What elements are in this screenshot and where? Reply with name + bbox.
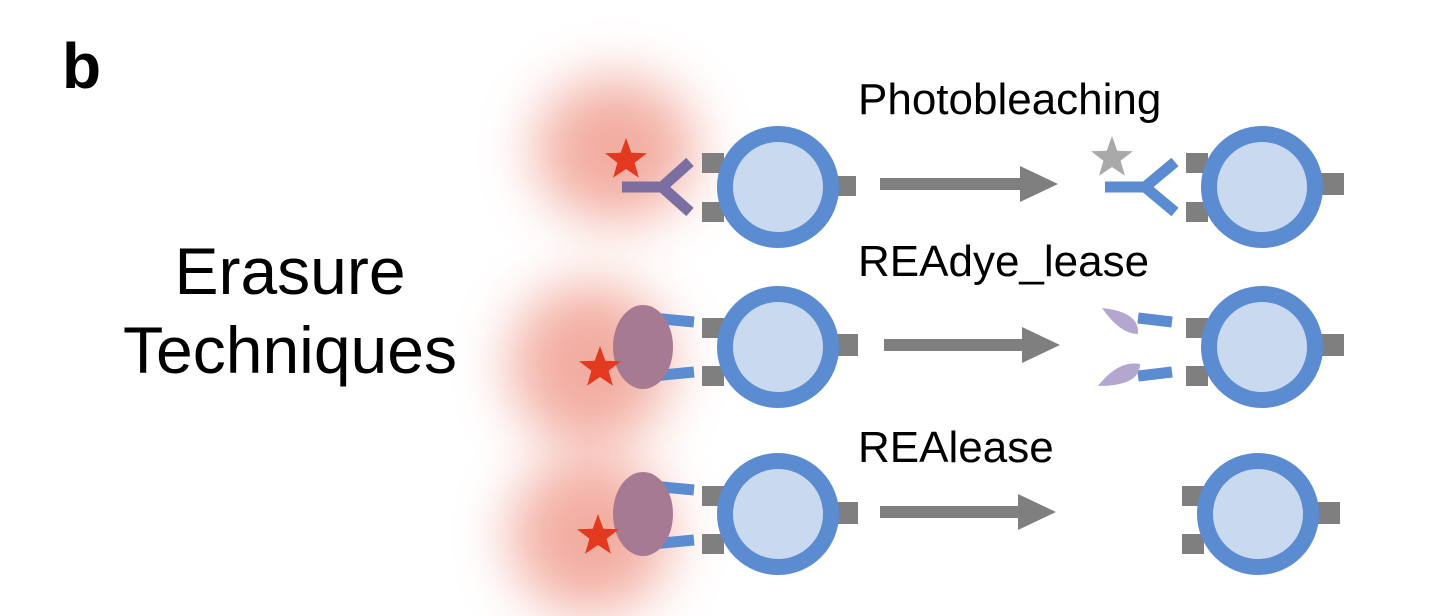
cell xyxy=(717,453,839,575)
fragment-lower xyxy=(1098,363,1140,386)
row-photobleaching-after xyxy=(1091,126,1344,248)
fluorophore-star-icon xyxy=(605,138,647,178)
row-readye-lease-before xyxy=(579,286,858,408)
panel-letter: b xyxy=(62,30,102,102)
fluorophore-star-icon xyxy=(577,514,619,554)
antibody xyxy=(1105,157,1179,217)
row-readye-lease-after xyxy=(1098,286,1344,408)
receptor-stub xyxy=(1186,366,1208,386)
receptor-stub xyxy=(834,502,858,524)
diagram-title: Erasure Techniques xyxy=(60,232,520,390)
arrow-photobleaching xyxy=(880,166,1058,202)
receptor-stub xyxy=(1320,173,1344,195)
row-photobleaching-before xyxy=(605,126,856,248)
receptor-stub xyxy=(702,366,724,386)
receptor-stub xyxy=(1320,334,1344,356)
receptor-stub xyxy=(1316,502,1340,524)
title-line-2: Techniques xyxy=(123,313,457,388)
cell xyxy=(717,126,839,248)
antibody-arms xyxy=(1137,312,1173,382)
row-realease-before xyxy=(577,453,858,575)
receptor-stub xyxy=(702,318,724,338)
cell xyxy=(1201,286,1323,408)
receptor-stub xyxy=(1182,534,1204,554)
cell xyxy=(1201,126,1323,248)
cell xyxy=(717,286,839,408)
binding-ellipse xyxy=(613,305,673,389)
row-realease-after xyxy=(1182,453,1340,575)
label-readye-lease: REAdye_lease xyxy=(858,237,1150,286)
label-photobleaching: Photobleaching xyxy=(858,75,1162,124)
cell xyxy=(1197,453,1319,575)
receptor-stub xyxy=(1186,318,1208,338)
receptor-stub xyxy=(702,202,724,222)
bleached-star-icon xyxy=(1091,136,1133,176)
title-line-1: Erasure xyxy=(174,234,406,308)
fragment-upper xyxy=(1102,308,1139,334)
receptor-stub xyxy=(834,334,858,356)
receptor-stub xyxy=(702,153,724,173)
receptor-stub xyxy=(1186,202,1208,222)
antibody xyxy=(622,157,694,217)
receptor-stub xyxy=(702,534,724,554)
arrow-readye-lease xyxy=(884,327,1060,363)
binding-ellipse xyxy=(613,472,673,556)
label-realease: REAlease xyxy=(858,423,1054,472)
fluorophore-star-icon xyxy=(579,346,621,386)
receptor-stub xyxy=(1186,153,1208,173)
arrow-realease xyxy=(880,494,1056,530)
